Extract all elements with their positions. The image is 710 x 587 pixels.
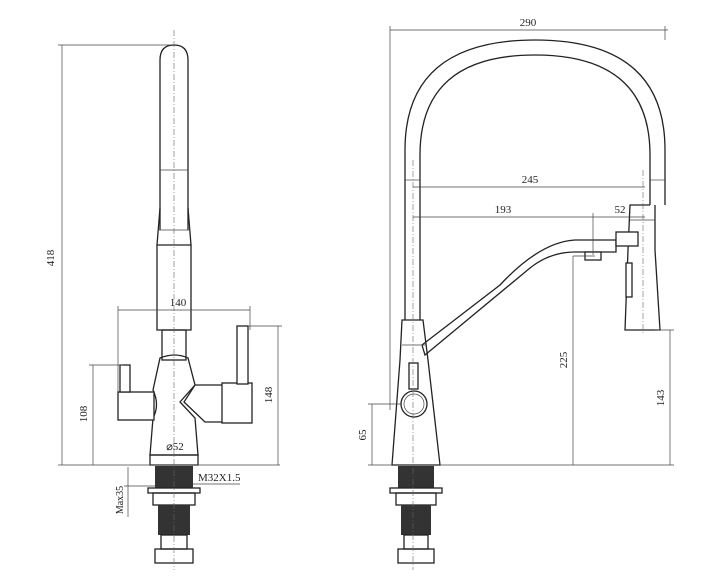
- front-body: [149, 354, 199, 456]
- side-pulldown-head: [624, 204, 661, 331]
- label-108: 108: [78, 405, 90, 422]
- left-handle-body: [117, 391, 155, 421]
- label-140: 140: [170, 297, 187, 309]
- dim-filter-height: 225: [558, 255, 595, 465]
- label-148: 148: [263, 386, 275, 403]
- dim-head-height: 143: [440, 329, 674, 466]
- right-handle-lever: [236, 325, 249, 385]
- dim-front-height: 418: [45, 44, 280, 466]
- front-view: 418 140 148 108 ⌀52 M32X1.5 Max35: [45, 30, 282, 570]
- dim-max-thickness: Max35: [115, 467, 155, 517]
- label-290: 290: [520, 17, 537, 29]
- label-225: 225: [558, 351, 570, 368]
- dim-thread: M32X1.5: [193, 472, 241, 485]
- side-view: 290 245 193 52 225 143 65: [357, 17, 674, 570]
- right-handle-body: [183, 384, 224, 423]
- label-diameter-52: ⌀52: [166, 441, 184, 453]
- dim-side-width: 290: [389, 17, 668, 410]
- label-65: 65: [357, 429, 369, 441]
- label-418: 418: [45, 249, 57, 266]
- label-52: 52: [615, 204, 626, 216]
- label-thread: M32X1.5: [198, 472, 241, 484]
- dim-reach-245: 245: [413, 174, 645, 188]
- side-handle: [400, 390, 428, 418]
- label-245: 245: [522, 174, 539, 186]
- dim-left-handle-height: 108: [78, 364, 124, 465]
- dim-handle-height: 65: [357, 403, 402, 466]
- label-193: 193: [495, 204, 512, 216]
- left-handle-lever: [119, 364, 131, 393]
- dim-front-width: 140: [117, 297, 251, 392]
- dim-reach-193: 193 52: [413, 204, 645, 255]
- label-143: 143: [655, 389, 667, 406]
- label-max35: Max35: [115, 486, 126, 514]
- side-arch-spout: [404, 39, 666, 320]
- dim-right-handle-height: 148: [248, 325, 282, 465]
